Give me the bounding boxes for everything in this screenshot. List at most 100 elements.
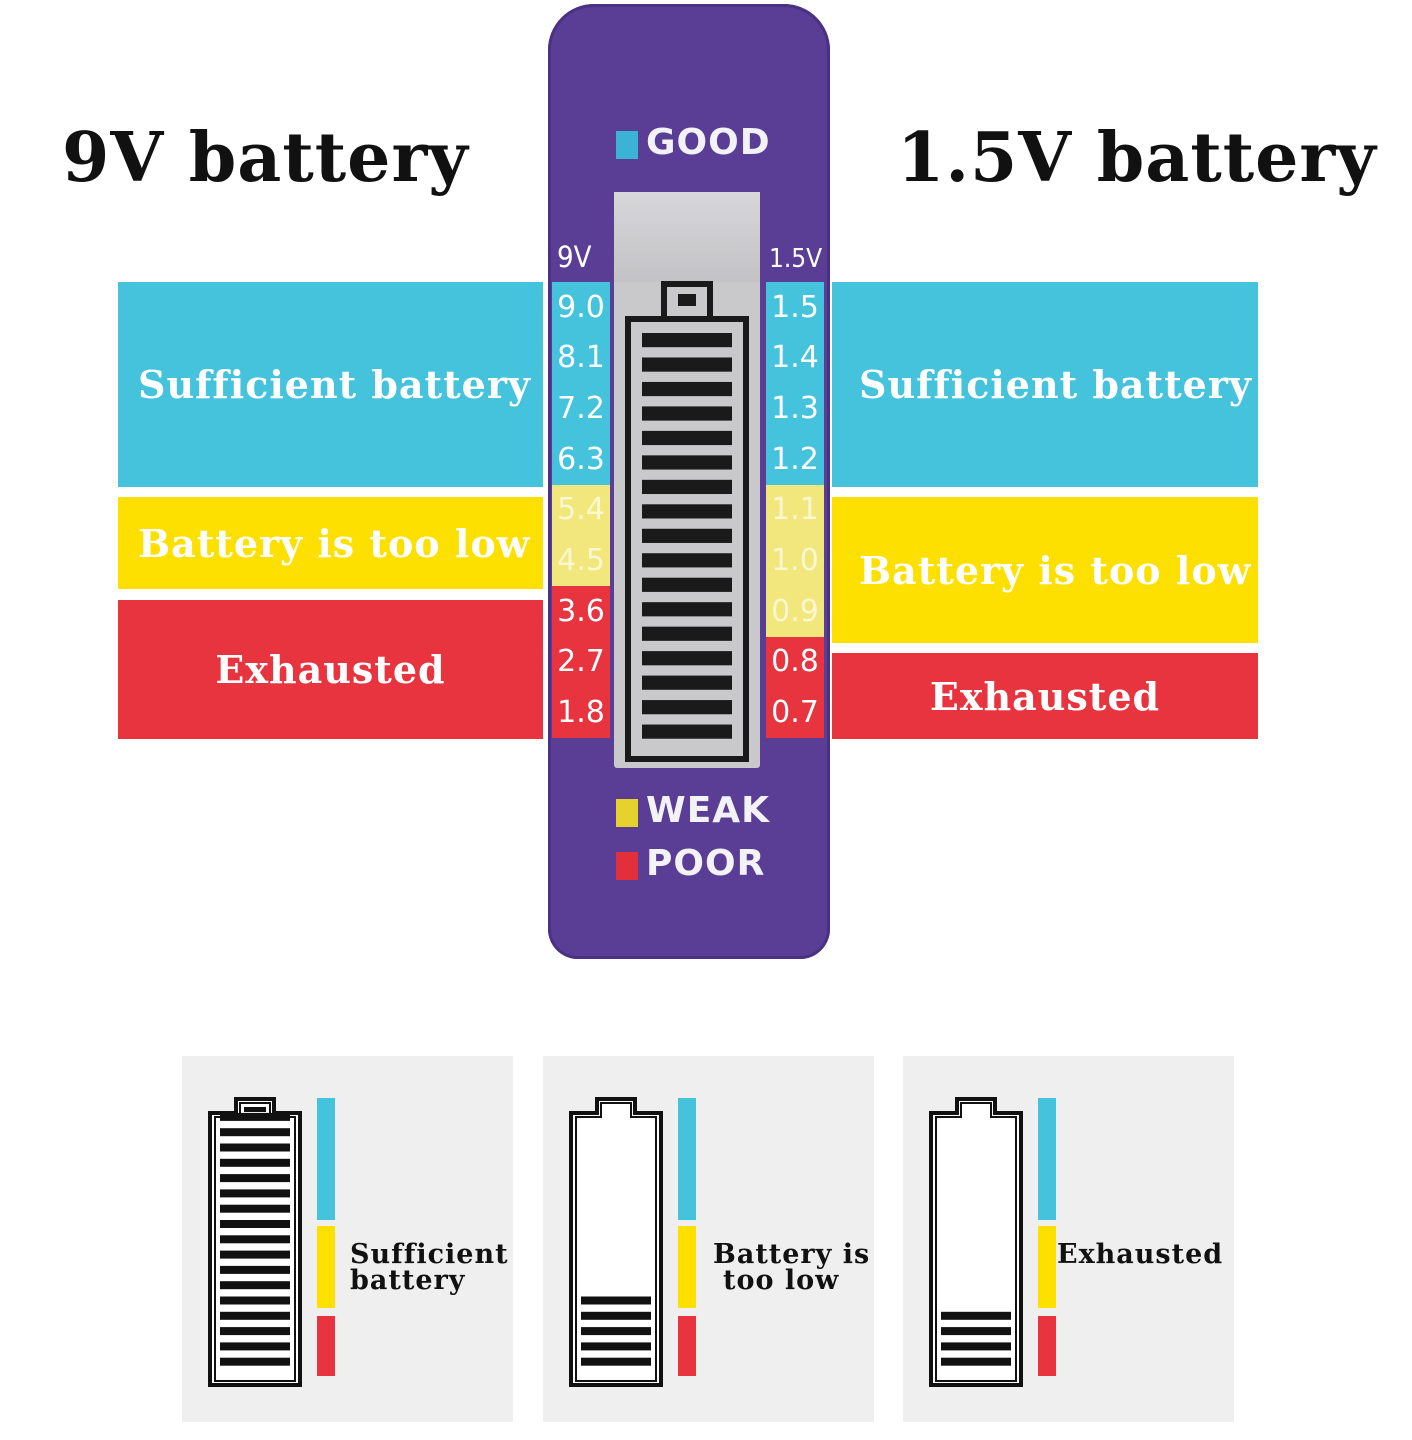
display-level-bar — [642, 602, 732, 617]
scale-9v-value: 7.2 — [552, 383, 610, 434]
panel-too-low-label: Battery is too low — [713, 1239, 871, 1294]
display-level-bar — [642, 333, 732, 348]
battery-level-bar — [581, 1311, 651, 1320]
scale-9v-value: 9.0 — [552, 282, 610, 333]
battery-level-bar — [220, 1128, 290, 1137]
strip-too-low — [317, 1226, 335, 1308]
battery-level-bar — [220, 1281, 290, 1290]
scale-1-5v-value: 1.0 — [766, 535, 824, 586]
scale-1-5v-header: 1.5V — [769, 244, 823, 274]
display-level-bar — [642, 504, 732, 519]
battery-level-bar — [220, 1112, 290, 1121]
strip-exhausted — [1038, 1316, 1056, 1376]
battery-level-full-icon — [208, 1097, 335, 1387]
battery-level-bar — [220, 1189, 290, 1198]
good-label: GOOD — [646, 122, 771, 163]
scale-9v-value: 8.1 — [552, 332, 610, 384]
right-band-sufficient: Sufficient battery — [832, 282, 1258, 487]
battery-level-bar — [220, 1342, 290, 1351]
battery-level-bar — [220, 1204, 290, 1213]
strip-sufficient — [1038, 1098, 1056, 1220]
left-band-exhausted: Exhausted — [118, 600, 543, 739]
battery-level-bar — [220, 1296, 290, 1305]
battery-level-bar — [581, 1327, 651, 1336]
battery-cap-bar — [244, 1107, 266, 1112]
display-level-bar — [642, 430, 732, 446]
battery-inner-outline — [935, 1102, 1017, 1382]
display-level-bar — [642, 381, 732, 397]
panel-exhausted: Exhausted — [903, 1056, 1234, 1422]
battery-level-bar — [220, 1311, 290, 1320]
battery-level-bar — [220, 1220, 290, 1228]
panel-too-low-label-line-1: Battery is — [713, 1239, 871, 1270]
battery-level-low-icon — [569, 1097, 696, 1387]
heading-9v-battery: 9V battery — [62, 118, 469, 198]
weak-indicator-icon — [616, 799, 638, 827]
battery-level-bar — [220, 1158, 290, 1167]
left-band-too-low-label: Battery is too low — [138, 520, 531, 566]
display-level-bar — [642, 455, 732, 470]
battery-outline — [929, 1097, 1023, 1387]
battery-level-bar — [220, 1143, 290, 1152]
battery-level-bar — [581, 1357, 651, 1366]
battery-level-bar — [220, 1327, 290, 1336]
battery-level-bar — [941, 1311, 1011, 1320]
panel-sufficient-label-line-2: battery — [350, 1265, 466, 1296]
strip-sufficient — [678, 1098, 696, 1220]
panel-battery-too-low: Battery is too low — [543, 1056, 874, 1422]
right-band-exhausted-label: Exhausted — [929, 673, 1161, 719]
poor-label: POOR — [646, 843, 766, 884]
left-band-too-low: Battery is too low — [118, 497, 543, 589]
display-level-bar — [642, 675, 732, 690]
right-band-exhausted: Exhausted — [832, 653, 1258, 739]
display-level-bar — [642, 406, 732, 421]
panel-sufficient-label: Sufficient battery — [350, 1241, 509, 1296]
strip-exhausted — [317, 1316, 335, 1376]
battery-level-bar — [220, 1265, 290, 1274]
scale-9v-value: 2.7 — [552, 636, 610, 688]
good-indicator-icon — [616, 131, 638, 159]
battery-level-bar — [941, 1342, 1011, 1351]
left-band-sufficient: Sufficient battery — [118, 282, 543, 487]
strip-sufficient — [317, 1098, 335, 1220]
panel-sufficient-battery: Sufficient battery — [182, 1056, 513, 1422]
display-level-bar — [642, 357, 732, 372]
battery-level-bar — [220, 1174, 290, 1183]
scale-1-5v-value: 1.3 — [766, 383, 824, 434]
display-level-bar — [642, 724, 732, 739]
heading-1-5v-battery: 1.5V battery — [897, 118, 1377, 198]
display-level-bar — [642, 700, 732, 715]
display-level-bar — [642, 553, 732, 568]
weak-label: WEAK — [646, 790, 771, 831]
panel-exhausted-label: Exhausted — [1057, 1241, 1223, 1268]
scale-1-5v-value: 1.1 — [766, 484, 824, 536]
battery-level-bar — [941, 1327, 1011, 1336]
scale-1-5v-value: 0.8 — [766, 636, 824, 688]
strip-exhausted — [678, 1316, 696, 1376]
battery-level-bar — [220, 1250, 290, 1259]
scale-1-5v-value: 1.2 — [766, 434, 824, 485]
right-band-too-low: Battery is too low — [832, 497, 1258, 643]
right-band-sufficient-label: Sufficient battery — [859, 362, 1252, 407]
left-band-exhausted-label: Exhausted — [215, 647, 446, 692]
battery-level-empty-icon — [929, 1097, 1056, 1387]
scale-9v-value: 5.4 — [552, 484, 610, 536]
poor-indicator-icon — [616, 852, 638, 880]
display-level-bar — [642, 626, 732, 641]
scale-1-5v-value: 0.9 — [766, 586, 824, 637]
display-level-bar — [642, 651, 732, 666]
battery-level-bar — [220, 1235, 290, 1244]
scale-9v-value: 6.3 — [552, 434, 610, 485]
strip-too-low — [1038, 1226, 1056, 1308]
scale-9v-value: 3.6 — [552, 586, 610, 637]
scale-9v-header: 9V — [557, 240, 592, 274]
scale-9v-value: 1.8 — [552, 687, 610, 738]
strip-too-low — [678, 1226, 696, 1308]
display-glare — [614, 192, 760, 282]
battery-outline — [569, 1097, 663, 1387]
display-level-bar — [642, 528, 732, 543]
display-battery-icon — [625, 281, 749, 762]
display-level-bar — [642, 577, 732, 592]
